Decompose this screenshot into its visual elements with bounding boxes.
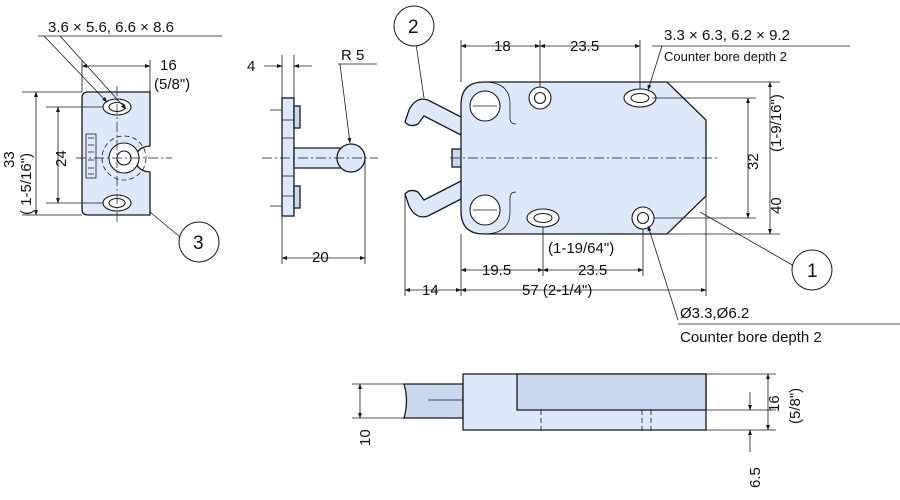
balloon-3-number: 3 <box>193 233 204 254</box>
arm-extension-label: 14 <box>422 282 439 299</box>
bottom-hole-round-inner <box>636 211 650 225</box>
top-holes-label: 3.3 × 6.3, 6.2 × 9.2 <box>664 27 790 44</box>
bottom-counter-bore-label: Counter bore depth 2 <box>680 329 822 346</box>
plate-height-label: 33 <box>1 151 18 168</box>
side-plate-details <box>282 119 294 197</box>
bottom-16-inch-label: (5/8") <box>787 388 804 424</box>
bottom-holes-leader <box>647 225 679 321</box>
side-plate-step-1 <box>293 105 301 129</box>
side-plate-step-2 <box>293 185 301 209</box>
balloon-2-leader <box>415 43 425 99</box>
balloon-2 <box>393 5 435 47</box>
ball-radius-label: R 5 <box>341 47 364 64</box>
latch-arm-upper <box>404 98 464 138</box>
bottom-16-label: 16 <box>766 395 783 412</box>
latch-bottom-view: 10 16 (5/8") 6.5 <box>352 373 804 488</box>
side-plate <box>281 97 295 217</box>
top-hole-round-inner <box>533 91 547 105</box>
bottom-10-label: 10 <box>357 429 374 446</box>
top-counter-bore-label: Counter bore depth 2 <box>664 49 787 64</box>
slot-leader-1 <box>43 35 108 103</box>
balloon-1-leader <box>699 211 795 267</box>
plate-height-inch-label: ( 1-5/16") <box>18 153 35 215</box>
height-40-inch-label: (1-19/64") <box>548 240 614 257</box>
top-pitch-label: 18 <box>494 38 511 55</box>
height-40-label: 40 <box>768 197 785 214</box>
strike-side-view: 4 R 5 20 <box>247 47 378 266</box>
balloon-3-leader <box>149 211 181 238</box>
balloon-2-number: 2 <box>408 17 419 38</box>
bottom-pitch-2-label: 23.5 <box>578 262 607 279</box>
body-length-label: 57 (2-1/4") <box>522 282 592 299</box>
side-plate-marks <box>270 109 282 207</box>
bottom-holes-label: Ø3.3,Ø6.2 <box>680 305 749 322</box>
bottom-arm <box>403 383 464 419</box>
side-length-label: 20 <box>312 249 329 266</box>
bottom-hole-slot-inner <box>533 212 553 224</box>
top-pitch-2-label: 23.5 <box>570 38 599 55</box>
bottom-body-step <box>516 373 707 411</box>
balloon-3 <box>178 221 220 263</box>
bottom-offset-label: 6.5 <box>747 467 764 488</box>
balloon-1 <box>791 249 833 291</box>
ball-radius-leader-2 <box>339 63 352 144</box>
brand-mark-lines <box>88 137 94 175</box>
brand-mark <box>85 133 97 179</box>
height-32-inch-label: (1-9/16") <box>768 94 785 152</box>
latch-body-step <box>483 81 517 235</box>
top-holes-leader <box>647 45 663 91</box>
top-hole-slot-inner <box>630 92 650 104</box>
bottom-pitch-label: 19.5 <box>482 262 511 279</box>
height-32-label: 32 <box>745 153 762 170</box>
slot-leader-2 <box>59 35 127 110</box>
plate-width-inch-label: (5/8") <box>154 76 190 93</box>
latch-body-front-view: 2 1 18 23.5 3.3 × 6.3, 6.2 × 9.2 Counter… <box>393 5 900 346</box>
strike-plate-front-view: 3.6 × 5.6, 6.6 × 8.6 16 (5/8") 33 ( 1-5/… <box>1 19 222 263</box>
slot-sizes-label: 3.6 × 5.6, 6.6 × 8.6 <box>48 19 174 36</box>
plate-thickness-label: 4 <box>247 58 255 75</box>
hole-pitch-label: 24 <box>53 150 70 167</box>
balloon-1-number: 1 <box>807 261 818 282</box>
latch-arm-lower <box>404 178 464 218</box>
plate-width-label: 16 <box>160 57 177 74</box>
